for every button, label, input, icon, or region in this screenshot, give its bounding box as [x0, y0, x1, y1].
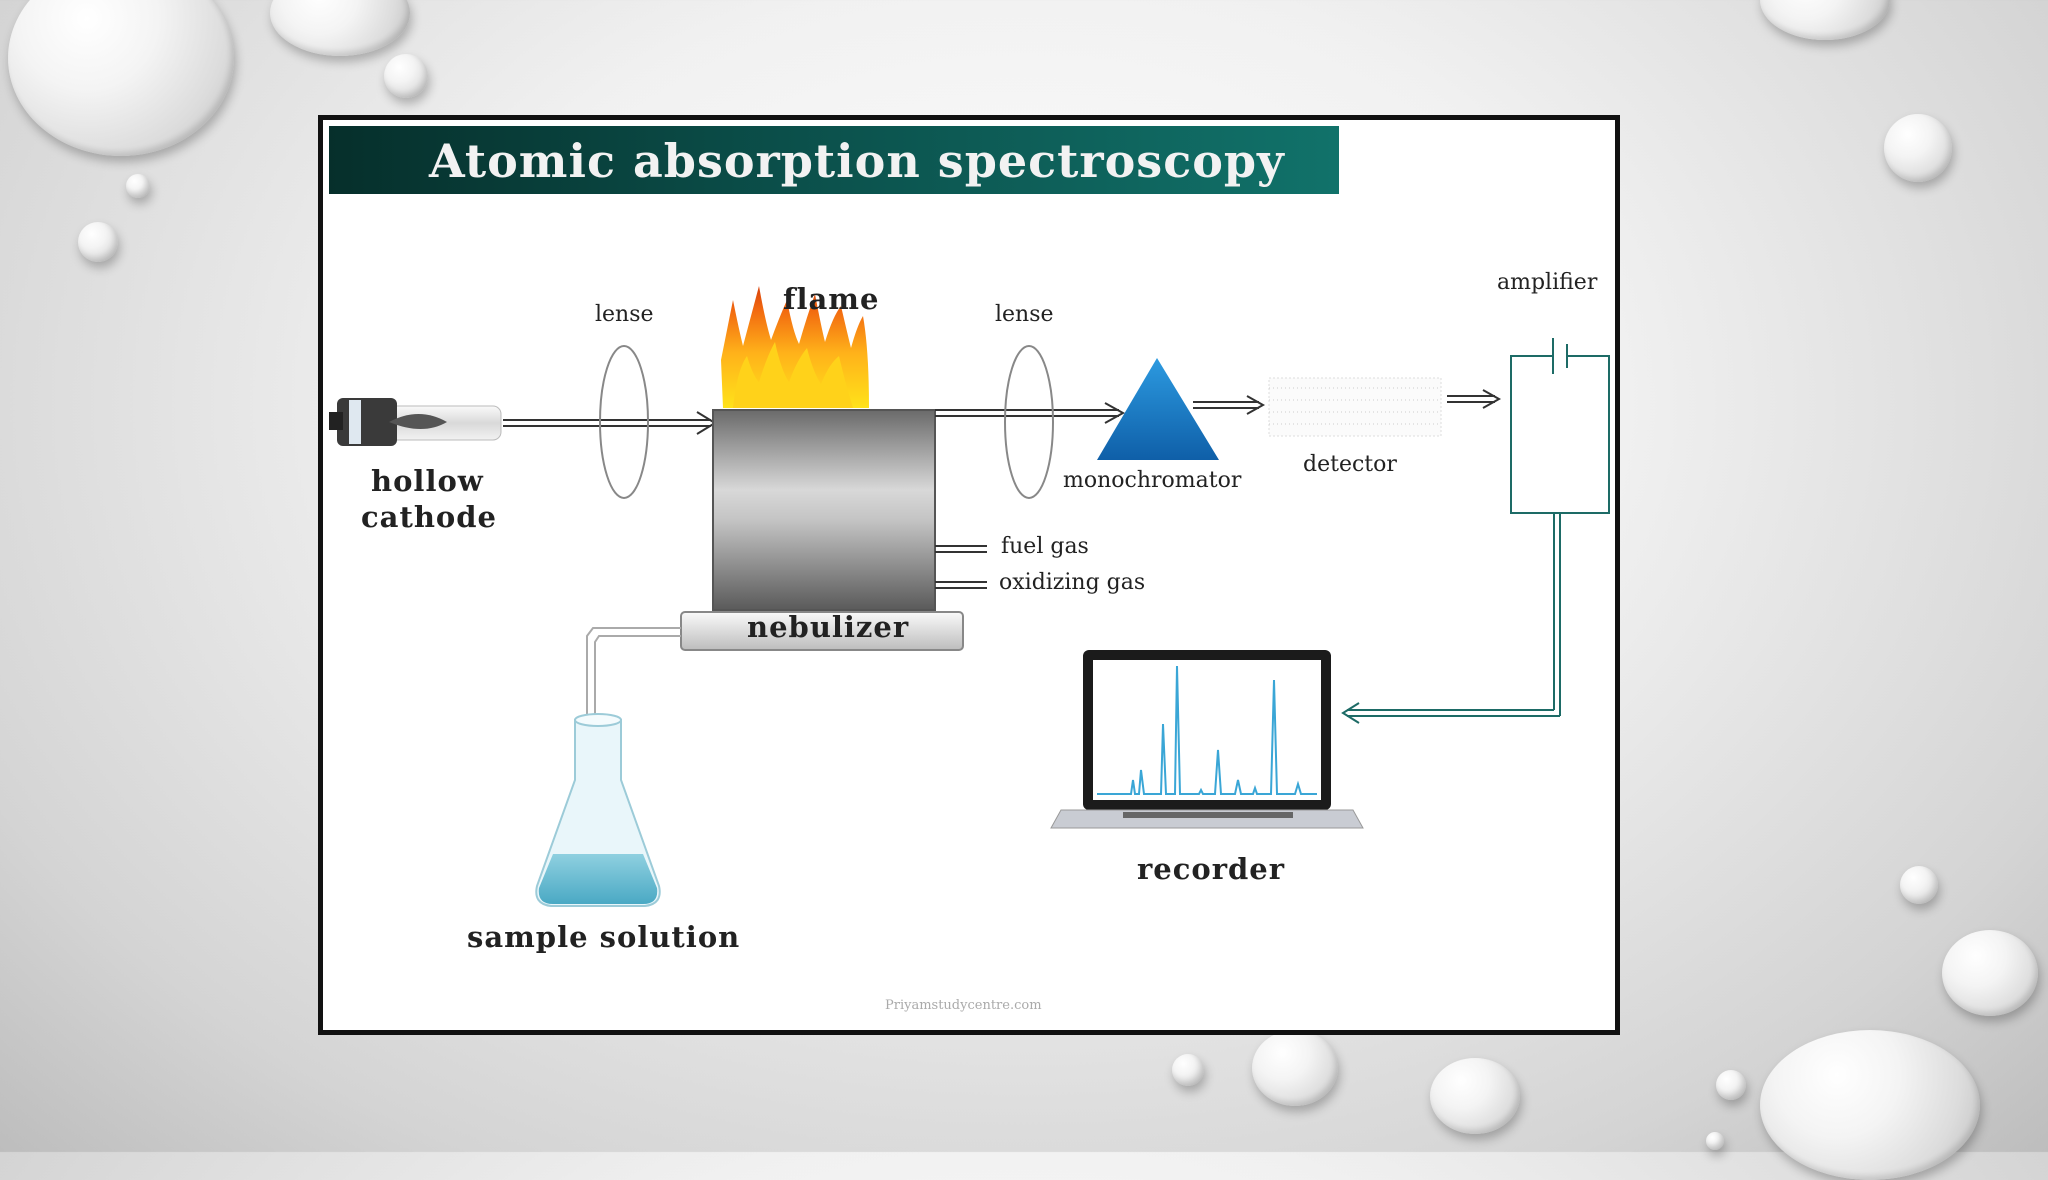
water-drop — [1430, 1058, 1520, 1134]
watermark: Priyamstudycentre.com — [885, 998, 1042, 1013]
beam-arrow — [503, 411, 717, 435]
water-drop — [1760, 0, 1890, 40]
water-drop — [126, 174, 150, 198]
label-lense-left: lense — [595, 302, 654, 327]
beam-arrow — [935, 402, 1126, 424]
monochromator-prism — [1097, 358, 1219, 460]
water-drop — [1252, 1030, 1338, 1106]
label-oxidizing-gas: oxidizing gas — [999, 570, 1146, 595]
water-drop — [1706, 1132, 1724, 1150]
label-nebulizer: nebulizer — [747, 610, 910, 644]
flame-graphic — [721, 286, 869, 408]
lense-left — [599, 345, 649, 499]
water-drop — [1884, 114, 1952, 182]
slide-title: Atomic absorption spectroscopy — [429, 134, 1285, 188]
water-drop — [1172, 1054, 1204, 1086]
signal-arrow — [1447, 389, 1502, 409]
recorder-laptop — [1050, 650, 1364, 829]
water-drop — [78, 222, 118, 262]
amplifier-circuit — [1341, 338, 1610, 724]
water-drop — [1760, 1030, 1980, 1180]
aas-diagram — [329, 286, 1610, 907]
water-drop — [8, 0, 234, 156]
label-hollow: hollow — [371, 464, 484, 498]
label-amplifier: amplifier — [1497, 270, 1598, 295]
label-monochromator: monochromator — [1063, 468, 1242, 493]
label-detector: detector — [1303, 452, 1397, 477]
title-bar: Atomic absorption spectroscopy — [329, 126, 1339, 194]
sample-flask — [535, 713, 661, 907]
label-recorder: recorder — [1137, 852, 1286, 886]
label-sample-solution: sample solution — [467, 920, 741, 954]
label-lense-right: lense — [995, 302, 1054, 327]
water-drop — [1942, 930, 2038, 1016]
gas-inlets — [935, 545, 987, 589]
label-fuel-gas: fuel gas — [1001, 534, 1089, 559]
water-drop — [384, 54, 428, 98]
detector-grid — [1268, 377, 1442, 437]
slide-frame: Atomic absorption spectroscopy — [318, 115, 1620, 1035]
label-cathode: cathode — [361, 500, 497, 534]
burner-chamber — [712, 409, 936, 611]
water-drop — [270, 0, 410, 56]
hollow-cathode-lamp — [329, 398, 502, 446]
water-drop — [1716, 1070, 1746, 1100]
label-flame: flame — [783, 282, 880, 316]
beam-arrow — [1193, 395, 1266, 415]
chromatogram-trace — [1097, 665, 1317, 795]
water-drop — [1900, 866, 1938, 904]
nebulizer-bar — [680, 611, 964, 651]
lense-right — [1004, 345, 1054, 499]
